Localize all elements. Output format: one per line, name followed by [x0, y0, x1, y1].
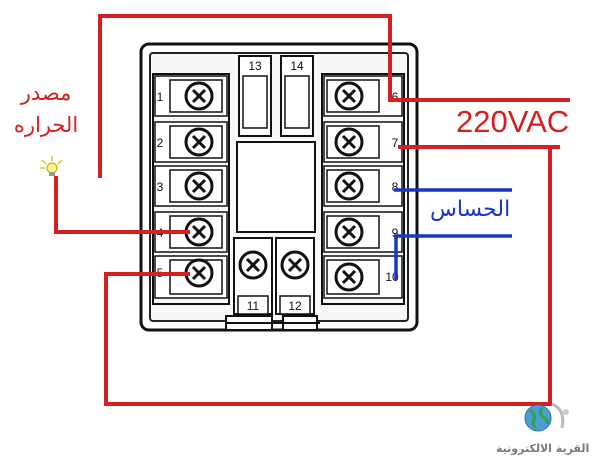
terminal-row-9: 9	[323, 211, 403, 253]
voltage-label: 220VAC	[456, 104, 570, 139]
terminal-row-1: 1	[154, 75, 228, 117]
terminal-label-6: 6	[392, 90, 399, 104]
wire-loop-return	[104, 147, 552, 406]
sensor-wiring	[394, 188, 512, 280]
terminal-label-2: 2	[157, 136, 164, 150]
terminal-label-1: 1	[157, 90, 164, 104]
terminal-row-7: 7	[323, 121, 403, 163]
lightbulb-icon	[40, 156, 63, 176]
right-terminal-column: 6 7 8 9 10	[321, 73, 405, 305]
terminal-label-11: 11	[247, 299, 260, 313]
bottom-terminals: 11 12	[233, 237, 315, 315]
terminal-row-3: 3	[154, 165, 228, 207]
terminal-label-12: 12	[288, 299, 302, 313]
heat-source-label-line1: مصدر	[20, 81, 72, 105]
globe-logo-icon	[524, 402, 569, 432]
brand-label: القرية الالكترونية	[496, 442, 590, 455]
top-terminals: 13 14	[238, 55, 314, 137]
terminal-label-14: 14	[290, 59, 304, 73]
sensor-label: الحساس	[430, 197, 511, 222]
terminal-label-13: 13	[248, 59, 262, 73]
power-wiring	[54, 14, 570, 406]
terminal-row-6: 6	[323, 75, 403, 117]
terminal-label-9: 9	[392, 226, 399, 240]
wire-heat-supply	[98, 14, 570, 178]
wire-heat-return	[54, 176, 190, 234]
terminal-row-8: 8	[323, 165, 403, 207]
terminal-row-4: 4	[154, 211, 228, 253]
left-terminal-column: 1 2 3 4 5	[152, 73, 230, 305]
heat-source-label-line2: الحراره	[13, 113, 79, 137]
center-window	[236, 141, 316, 233]
terminal-row-2: 2	[154, 121, 228, 163]
terminal-label-3: 3	[157, 180, 164, 194]
terminal-label-8: 8	[392, 180, 399, 194]
terminal-row-5: 5	[154, 255, 228, 299]
terminal-row-10: 10	[323, 255, 403, 299]
terminal-label-7: 7	[392, 136, 399, 150]
